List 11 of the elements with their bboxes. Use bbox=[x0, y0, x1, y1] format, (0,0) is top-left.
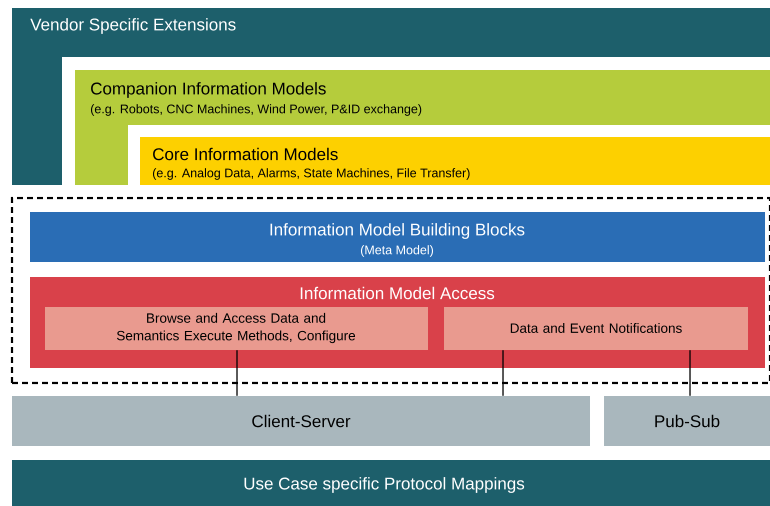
layer-box: Use Case specific Protocol Mappings bbox=[12, 460, 770, 506]
connector-line bbox=[236, 350, 238, 396]
connector-line bbox=[502, 350, 504, 396]
function-box: Data and Event Notifications bbox=[444, 307, 748, 350]
connector-line bbox=[689, 350, 691, 396]
dashed-frame bbox=[10, 196, 770, 384]
layer-box: Information Model Building Blocks (Meta Model) bbox=[30, 212, 765, 262]
protocol-box: Client-Server bbox=[12, 396, 590, 446]
function-box: Browse and Access Data and Semantics Execute Methods, Configure bbox=[45, 307, 428, 350]
protocol-box: Pub-Sub bbox=[604, 396, 770, 446]
layer-box: Core Information Models (e.g. Analog Data, Alarms, State Machines, File Transfer) bbox=[128, 125, 770, 185]
